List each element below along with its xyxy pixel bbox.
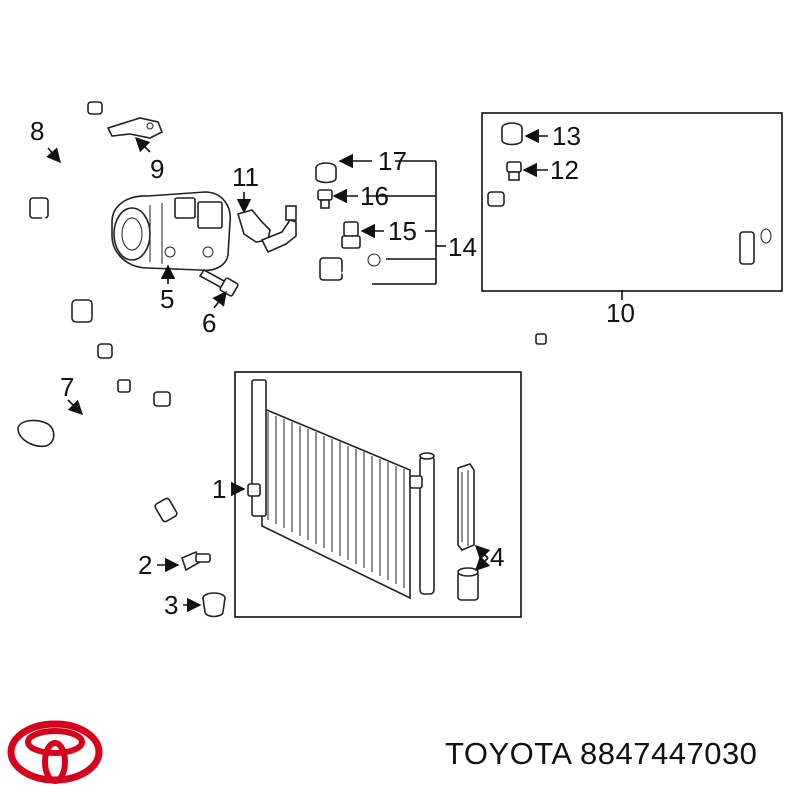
valve-12 — [506, 161, 522, 181]
refrigerant-line — [128, 257, 547, 523]
bracket-14 — [366, 160, 446, 285]
bushing-3 — [202, 592, 226, 618]
bolt-2 — [181, 550, 211, 572]
callout-12: 12 — [550, 155, 579, 185]
callout-4: 4 — [490, 542, 504, 572]
bracket-11 — [237, 205, 297, 254]
callout-1: 1 — [212, 474, 226, 504]
compressor-5 — [111, 191, 231, 272]
brand-name: TOYOTA — [445, 736, 571, 771]
hose-7 — [17, 337, 132, 448]
callout-9: 9 — [150, 154, 164, 184]
condenser-1 — [247, 379, 435, 600]
toyota-logo-icon — [7, 720, 103, 784]
part-number: 8847447030 — [580, 736, 758, 771]
callout-6: 6 — [202, 308, 216, 338]
callout-16: 16 — [360, 181, 389, 211]
hose-8 — [29, 101, 103, 323]
o-ring-14 — [367, 253, 381, 267]
callout-10: 10 — [606, 298, 635, 328]
footer-label: TOYOTA 8847447030 — [445, 736, 757, 772]
callout-2: 2 — [138, 550, 152, 580]
callout-15: 15 — [388, 216, 417, 246]
pipe-10-frame — [481, 112, 783, 292]
pipe-10 — [487, 191, 772, 265]
callout-14: 14 — [448, 232, 477, 262]
callout-11: 11 — [232, 162, 259, 192]
cap-17 — [315, 162, 337, 184]
callout-5: 5 — [160, 284, 174, 314]
callout-17: 17 — [378, 146, 407, 176]
callout-8: 8 — [30, 116, 44, 146]
filter-4 — [457, 463, 479, 601]
callout-arrows — [46, 128, 623, 613]
callout-13: 13 — [552, 121, 581, 151]
valve-16 — [317, 189, 333, 209]
bolt-6 — [198, 268, 239, 297]
cap-13 — [501, 122, 523, 146]
callout-3: 3 — [164, 590, 178, 620]
callout-7: 7 — [60, 372, 74, 402]
bracket-9 — [106, 117, 164, 139]
sensor-15 — [341, 221, 361, 249]
